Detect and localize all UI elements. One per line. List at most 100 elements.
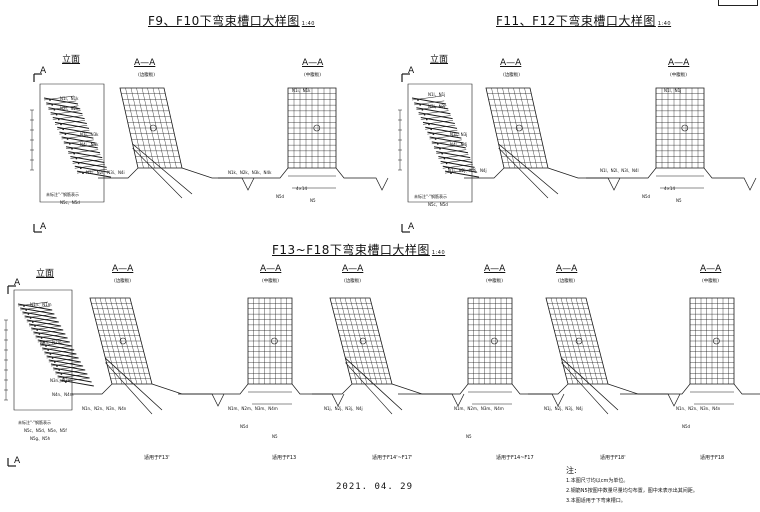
rebar-line bbox=[345, 363, 392, 415]
bar-label: N1l、N2l、N3l、N4l bbox=[600, 168, 639, 173]
duct-circle bbox=[575, 337, 583, 345]
rebar-line bbox=[133, 148, 182, 198]
rebar-dot bbox=[75, 157, 78, 160]
rebar-dot bbox=[58, 369, 61, 371]
rebar-line bbox=[31, 328, 65, 334]
rebar-line bbox=[38, 338, 68, 342]
rebar-dot bbox=[57, 118, 60, 121]
rebar-dot bbox=[439, 147, 441, 150]
bar-label: N1j、N2j、N3j、N4j bbox=[544, 406, 583, 411]
section-sublabel-middle: (中腹板) bbox=[304, 73, 322, 78]
rebar-dot bbox=[423, 113, 426, 116]
rebar-line bbox=[51, 364, 85, 370]
caption-applicable: 适用于F13 bbox=[272, 455, 297, 461]
rebar-line bbox=[441, 159, 471, 163]
dim-label: N5d bbox=[642, 194, 651, 199]
rebar-line bbox=[436, 150, 466, 154]
rebar-line bbox=[40, 344, 74, 350]
rebar-line bbox=[561, 358, 618, 410]
rebar-dot bbox=[62, 377, 65, 379]
rebar-dot bbox=[447, 167, 450, 170]
rebar-dot bbox=[419, 103, 422, 106]
rebar-line bbox=[44, 352, 78, 358]
bar-label: N1k、N2k、N3k、N4k bbox=[228, 170, 272, 175]
footing-outline bbox=[528, 384, 680, 406]
rebar-line bbox=[427, 130, 457, 134]
rebar-line bbox=[46, 101, 76, 105]
legend-text: 未标注"·"钢筋表示 bbox=[46, 192, 79, 197]
rebar-line bbox=[60, 380, 94, 386]
rebar-dot bbox=[64, 381, 67, 383]
elevation-label-f13: 立面 bbox=[36, 269, 55, 279]
rebar-dot bbox=[73, 152, 76, 155]
rebar-dot bbox=[51, 357, 54, 359]
rebar-line bbox=[105, 358, 162, 410]
section-sublabel-middle: (中腹板) bbox=[670, 73, 688, 78]
rebar-dot bbox=[432, 133, 435, 136]
rebar-line bbox=[22, 312, 56, 318]
rebar-line bbox=[36, 336, 70, 342]
section-label: A—A bbox=[302, 58, 324, 68]
rebar-line bbox=[434, 145, 464, 149]
duct-circle bbox=[491, 337, 498, 345]
bar-label: N1m、N2m、N3m、N4m bbox=[454, 406, 504, 411]
footing-outline bbox=[398, 384, 564, 406]
rebar-line bbox=[20, 306, 50, 310]
rebar-line bbox=[53, 116, 83, 120]
rebar-line bbox=[36, 334, 66, 338]
rebar-line bbox=[345, 358, 402, 410]
dim-label: 4×14 bbox=[664, 186, 675, 191]
bar-label: N2i、N2k bbox=[60, 106, 79, 111]
section-sublabel-middle: (中腹板) bbox=[486, 279, 504, 284]
title-text: F9、F10下弯束槽口大样图 bbox=[148, 14, 300, 28]
rebar-line bbox=[423, 120, 453, 124]
duct-circle bbox=[681, 124, 689, 132]
rebar-line bbox=[27, 320, 61, 326]
bar-label: N1l、N1j bbox=[664, 88, 682, 93]
rebar-line bbox=[421, 116, 451, 120]
rebar-dot bbox=[430, 128, 433, 131]
legend-text: 未标注"·"钢筋表示 bbox=[414, 194, 447, 199]
dim-label: N5 bbox=[310, 198, 316, 203]
rebar-line bbox=[18, 302, 48, 306]
rebar-dot bbox=[443, 157, 446, 160]
section-sublabel-side: (边腹板) bbox=[558, 279, 576, 284]
rebar-line bbox=[48, 106, 78, 110]
rebar-line bbox=[20, 308, 54, 314]
rebar-dot bbox=[60, 123, 62, 126]
rebar-line bbox=[51, 362, 81, 366]
dim-label: N5 bbox=[272, 434, 278, 439]
section-mark-a: A bbox=[408, 222, 415, 232]
bar-label: N1j、N2j、N3j、N4j bbox=[324, 406, 363, 411]
rebar-line bbox=[416, 106, 446, 110]
dim-label: N5 bbox=[676, 198, 682, 203]
rebar-line bbox=[55, 120, 85, 124]
rebar-dot bbox=[60, 373, 63, 375]
dim-label: N5d bbox=[276, 194, 285, 199]
footing-outline bbox=[312, 384, 464, 406]
rebar-dot bbox=[56, 365, 58, 367]
rebar-line bbox=[412, 96, 442, 100]
rebar-line bbox=[58, 376, 92, 382]
rebar-line bbox=[75, 164, 105, 168]
dim-label: N5 bbox=[466, 434, 472, 439]
duct-circle bbox=[119, 337, 127, 345]
elevation-label-f9: 立面 bbox=[62, 55, 81, 65]
section-label: A—A bbox=[260, 264, 282, 274]
legend-text: N5c、N5d、N5e、N5f bbox=[24, 428, 67, 433]
duct-circle bbox=[713, 337, 720, 345]
rebar-dot bbox=[79, 167, 82, 170]
rebar-dot bbox=[77, 162, 80, 165]
rebar-dot bbox=[441, 152, 444, 155]
rebar-line bbox=[443, 164, 473, 168]
rebar-dot bbox=[42, 341, 45, 343]
rebar-line bbox=[430, 135, 460, 139]
notes-heading: 注: bbox=[566, 466, 577, 475]
rebar-dot bbox=[55, 113, 58, 116]
rebar-dot bbox=[66, 138, 69, 140]
